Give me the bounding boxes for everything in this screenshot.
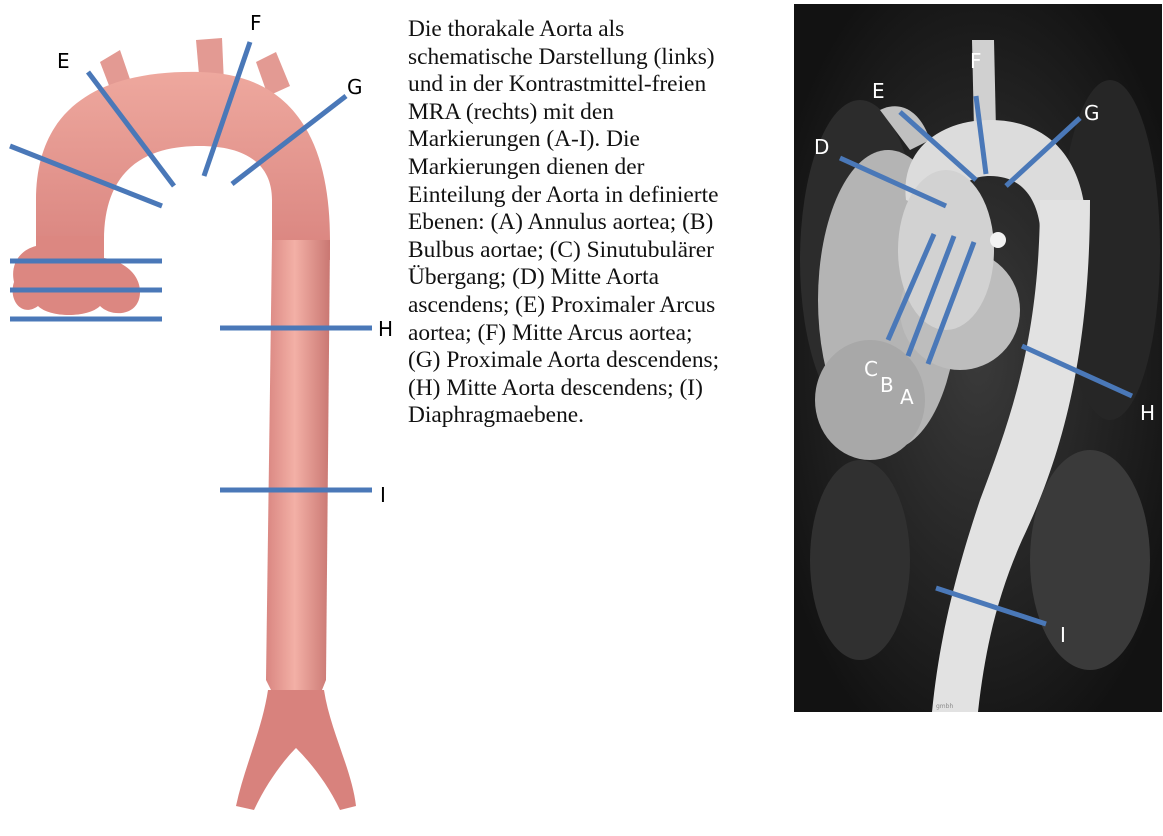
aorta-arch [36,72,330,260]
aorta-bifurcation [236,690,356,810]
aorta-descending [266,240,330,700]
mra-label-c: C [864,357,878,381]
mra-label-g: G [1084,101,1100,125]
mra-label-i: I [1060,623,1066,647]
mra-label-d: D [814,135,829,159]
mra-label-h: H [1140,401,1155,425]
mra-corner-mark: gmbh [936,703,953,710]
mra-image: D E F G C B A H I gmbh [794,4,1162,712]
schematic-label-i: I [380,483,386,507]
mra-soft-tissue [810,460,910,660]
schematic-label-h: H [378,317,393,341]
schematic-label-f: F [250,11,262,35]
mra-soft-tissue [1030,450,1150,670]
mra-label-b: B [880,373,894,397]
mra-label-e: E [872,79,885,103]
mra-label-a: A [900,385,914,409]
mra-bright-spot [990,232,1006,248]
mra-label-f: F [970,49,982,73]
schematic-label-g: G [347,75,363,99]
figure-caption: Die thorakale Aorta als schematische Dar… [408,16,728,430]
schematic-label-e: E [57,49,70,73]
aorta-schematic: E F G H I [10,11,393,810]
aortic-root-bulb [13,236,140,315]
